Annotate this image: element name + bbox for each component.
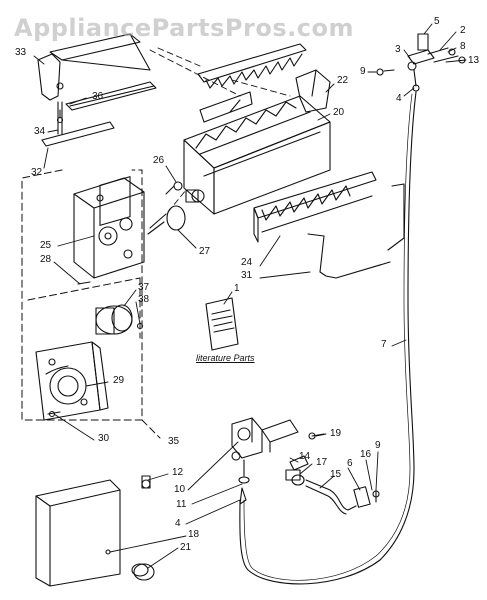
- drive-motor: [95, 304, 144, 335]
- callout-25: 25: [40, 240, 52, 251]
- callout-8: 8: [460, 41, 466, 52]
- callout-28: 28: [40, 254, 52, 265]
- callout-20: 20: [333, 107, 345, 118]
- callout-9-top: 9: [360, 66, 366, 77]
- callout-30: 30: [98, 433, 110, 444]
- water-tube: [239, 91, 417, 585]
- callout-12: 12: [172, 467, 184, 478]
- callout-14: 14: [299, 451, 311, 462]
- callout-35: 35: [168, 436, 180, 447]
- callout-2: 2: [460, 25, 466, 36]
- control-module: [73, 176, 145, 285]
- access-panel: [35, 479, 155, 587]
- part-22-cover: [295, 69, 331, 113]
- callout-19: 19: [330, 428, 342, 439]
- shelf-bracket-assembly: [37, 33, 157, 147]
- callout-24: 24: [241, 257, 253, 268]
- ejector-comb: [197, 43, 307, 89]
- callout-22: 22: [337, 75, 349, 86]
- callout-34: 34: [34, 126, 46, 137]
- callout-17: 17: [316, 457, 328, 468]
- literature-parts-label: literature Parts: [196, 353, 255, 363]
- callout-33: 33: [15, 47, 27, 58]
- valve-inlet-parts: [285, 432, 380, 515]
- callout-26: 26: [153, 155, 165, 166]
- callout-leaders: [33, 23, 467, 569]
- callout-11: 11: [176, 499, 187, 510]
- callout-5: 5: [434, 16, 440, 27]
- callout-6: 6: [347, 458, 353, 469]
- callout-31: 31: [241, 270, 253, 281]
- callout-37: 37: [138, 282, 150, 293]
- inlet-fittings: [376, 33, 466, 92]
- watermark-text: AppliancePartsPros.com: [14, 14, 354, 42]
- ice-stripper: [253, 171, 377, 243]
- callout-38: 38: [138, 294, 150, 305]
- callout-10: 10: [174, 484, 186, 495]
- shutoff-arm: [307, 183, 405, 279]
- callout-21: 21: [180, 542, 192, 553]
- callout-4-top: 4: [396, 93, 402, 104]
- callout-16: 16: [360, 449, 372, 460]
- callout-27: 27: [199, 246, 211, 257]
- callout-9-bottom: 9: [375, 440, 381, 451]
- literature-booklet: [205, 297, 239, 351]
- water-valve: [141, 417, 299, 505]
- callout-15: 15: [330, 469, 342, 480]
- callout-32: 32: [31, 167, 43, 178]
- fill-cup-parts: [147, 181, 186, 235]
- callout-13: 13: [468, 55, 480, 66]
- callout-29: 29: [113, 375, 125, 386]
- ice-mold-tray: [183, 91, 331, 215]
- gear-housing: [35, 341, 109, 421]
- callout-7: 7: [381, 339, 387, 350]
- callout-18: 18: [188, 529, 200, 540]
- callout-4-bottom: 4: [175, 518, 181, 529]
- callout-1: 1: [234, 283, 240, 294]
- callout-36: 36: [92, 91, 104, 102]
- callout-3: 3: [395, 44, 401, 55]
